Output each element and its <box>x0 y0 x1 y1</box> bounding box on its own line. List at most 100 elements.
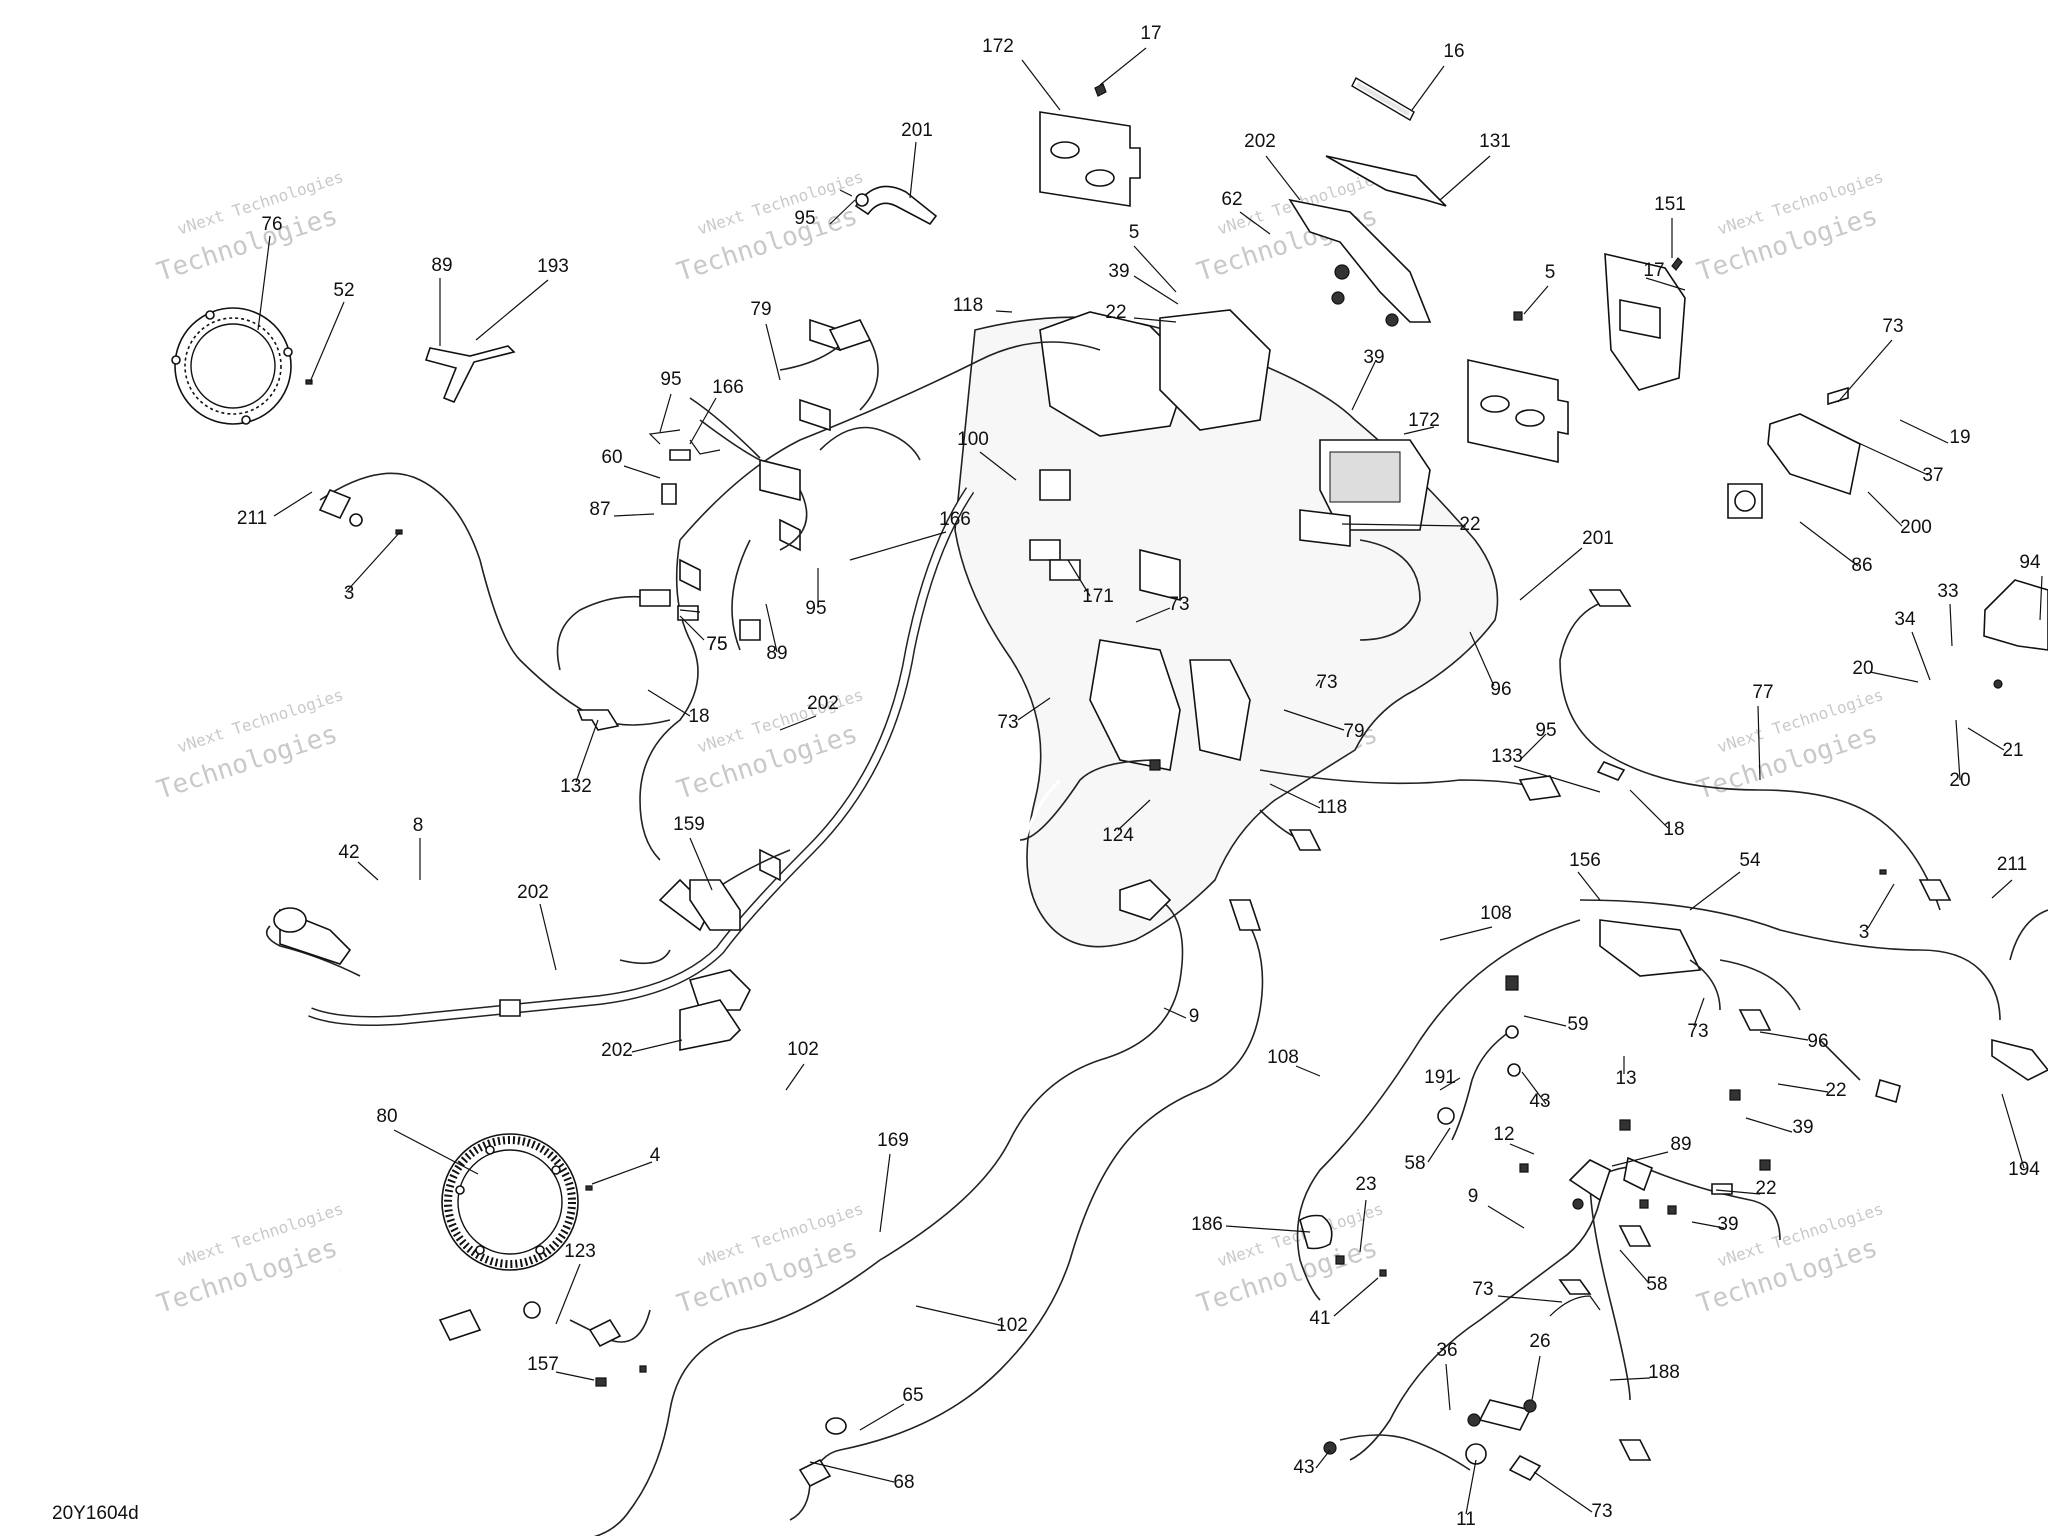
leader-line <box>1445 1363 1451 1411</box>
leader-line <box>539 903 557 971</box>
leader-line <box>1067 559 1091 597</box>
leader-line <box>1509 1143 1535 1155</box>
callout-label: 188 <box>1648 1362 1680 1383</box>
leader-line <box>859 1403 905 1431</box>
leader-line <box>631 1039 683 1053</box>
leader-line <box>1777 1083 1829 1093</box>
leader-line <box>1691 1221 1725 1229</box>
leader-line <box>1577 871 1601 901</box>
callout-label: 43 <box>1529 1091 1550 1112</box>
leader-line <box>613 513 655 517</box>
parts-layer <box>171 77 2048 1536</box>
callout-label: 33 <box>1937 581 1958 602</box>
callout-label: 86 <box>1851 555 1872 576</box>
callout-label: 172 <box>1408 410 1440 431</box>
callout-label: 156 <box>1569 850 1601 871</box>
callout-label: 41 <box>1309 1308 1330 1329</box>
callout-label: 123 <box>564 1241 596 1262</box>
leader-line <box>345 531 401 593</box>
leader-line <box>1715 1189 1761 1195</box>
leader-line <box>829 199 856 225</box>
callout-label: 18 <box>688 706 709 727</box>
leader-line <box>1487 1205 1525 1229</box>
callout-label: 8 <box>413 815 424 836</box>
callout-label: 19 <box>1949 427 1970 448</box>
leader-line <box>1521 1071 1547 1105</box>
harness-202 <box>265 487 975 1026</box>
leader-line <box>1949 603 1953 647</box>
leader-line <box>765 603 778 653</box>
leader-line <box>1117 799 1151 831</box>
callout-label: 76 <box>261 214 282 235</box>
callout-label: 191 <box>1424 1067 1456 1088</box>
callout-label: 54 <box>1739 850 1761 871</box>
callout-label: 75 <box>706 634 727 655</box>
callout-label: 17 <box>1643 260 1664 281</box>
callout-label: 34 <box>1894 609 1916 630</box>
leader-line <box>979 451 1017 481</box>
leader-line <box>1333 1277 1379 1317</box>
callout-label: 17 <box>1140 23 1161 44</box>
leader-line <box>995 310 1013 313</box>
callout-label: 68 <box>893 1472 914 1493</box>
leader-line <box>1465 1459 1477 1515</box>
callout-label: 96 <box>1807 1031 1828 1052</box>
leader-line <box>1531 1355 1541 1401</box>
leader-line <box>257 235 271 331</box>
callout-label: 79 <box>750 299 771 320</box>
leader-line <box>2039 575 2043 621</box>
leader-line <box>679 615 705 641</box>
callout-label: 169 <box>877 1130 909 1151</box>
leader-line <box>809 1461 895 1483</box>
callout-label: 108 <box>1480 903 1512 924</box>
leader-line <box>1439 1077 1461 1091</box>
callout-label: 166 <box>712 377 744 398</box>
leader-line <box>1351 359 1377 411</box>
callout-label: 132 <box>560 776 592 797</box>
leader-line <box>1693 997 1705 1027</box>
leader-line <box>689 397 717 445</box>
callout-label: 89 <box>766 643 787 664</box>
callout-label: 39 <box>1717 1214 1738 1235</box>
callout-label: 12 <box>1493 1124 1514 1145</box>
callout-label: 42 <box>338 842 359 863</box>
callout-label: 22 <box>1825 1080 1846 1101</box>
leader-line <box>623 465 661 479</box>
leader-line <box>555 1371 595 1381</box>
callout-label: 58 <box>1404 1153 1425 1174</box>
leader-line <box>1619 1249 1649 1283</box>
leader-line <box>357 861 379 881</box>
callout-label: 73 <box>1687 1021 1708 1042</box>
callout-label: 20 <box>1852 658 1873 679</box>
callout-label: 3 <box>344 583 355 604</box>
callout-label: 20 <box>1949 770 1970 791</box>
leader-line <box>309 301 345 383</box>
callout-label: 193 <box>537 256 569 277</box>
callout-label: 39 <box>1363 347 1384 368</box>
tone-ring-80 <box>441 1133 579 1271</box>
callout-label: 39 <box>1108 261 1129 282</box>
leader-line <box>1867 491 1903 527</box>
callout-label: 11 <box>1456 1509 1476 1530</box>
callout-label: 171 <box>1082 586 1114 607</box>
callout-label: 39 <box>1792 1117 1813 1138</box>
callout-label: 73 <box>1316 672 1337 693</box>
callout-label: 211 <box>1997 854 2027 875</box>
callout-label: 172 <box>982 36 1014 57</box>
leader-line <box>1851 439 1929 476</box>
callout-label: 73 <box>1168 594 1189 615</box>
leader-line <box>1403 426 1435 435</box>
leader-line <box>475 279 549 341</box>
callout-label: 89 <box>431 255 452 276</box>
tone-ring-76 <box>171 307 293 425</box>
callout-label: 211 <box>237 508 267 529</box>
leader-line <box>1991 879 2013 899</box>
leader-line <box>1759 1031 1809 1041</box>
callout-label: 159 <box>673 814 705 835</box>
leader-line <box>879 1153 891 1233</box>
callout-label: 102 <box>996 1315 1028 1336</box>
callout-label: 9 <box>1189 1006 1200 1027</box>
callout-label: 202 <box>517 882 549 903</box>
callout-label: 201 <box>901 120 933 141</box>
